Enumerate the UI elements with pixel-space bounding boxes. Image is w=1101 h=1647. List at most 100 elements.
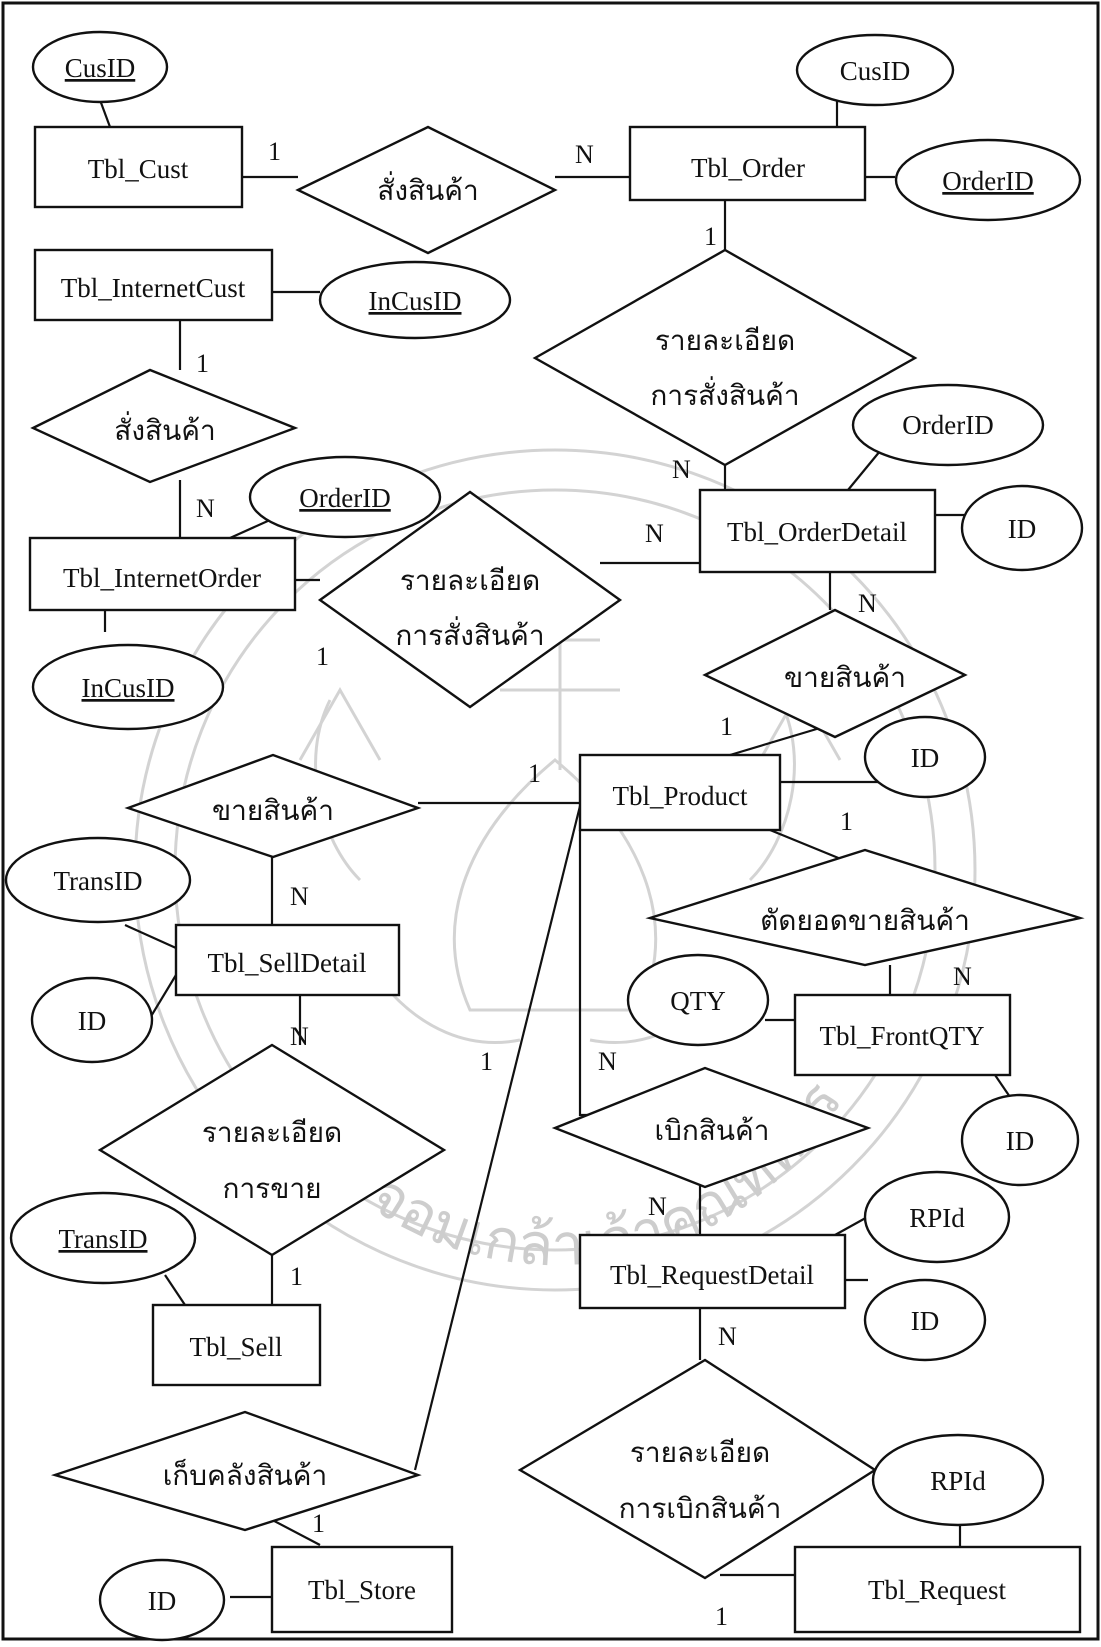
cardinality-label: 1 <box>704 222 717 251</box>
attr-cust-cusid[interactable]: CusID <box>31 30 169 104</box>
relationship-label-line2: การสั่งสินค้า <box>650 376 799 412</box>
entity-tbl-requestdetail[interactable]: Tbl_RequestDetail <box>578 1233 847 1310</box>
cardinality-label: N <box>645 519 664 548</box>
attr-internetorder-incusid[interactable]: InCusID <box>31 643 225 731</box>
entity-tbl-orderdetail[interactable]: Tbl_OrderDetail <box>698 488 937 574</box>
cardinality-label: N <box>598 1047 617 1076</box>
rel-internet-order[interactable]: สั่งสินค้า <box>30 368 299 484</box>
attr-frontqty-qty[interactable]: QTY <box>626 953 770 1047</box>
attr-store-id[interactable]: ID <box>98 1558 226 1642</box>
relationship-label-line1: รายละเอียด <box>202 1117 342 1149</box>
attribute-label: ID <box>1008 514 1037 544</box>
attribute-label: RPId <box>909 1203 965 1233</box>
attr-requestdetail-rpid[interactable]: RPId <box>863 1170 1011 1264</box>
attribute-label: RPId <box>930 1466 986 1496</box>
attr-order-orderid[interactable]: OrderID <box>894 138 1082 222</box>
cardinality-label: 1 <box>840 807 853 836</box>
rel-sell-detail[interactable]: รายละเอียด การขาย <box>97 1043 447 1257</box>
relationship-label-line1: รายละเอียด <box>655 325 795 357</box>
attr-frontqty-id[interactable]: ID <box>960 1093 1080 1187</box>
attr-requestdetail-id[interactable]: ID <box>863 1278 987 1362</box>
rel-request-detail[interactable]: รายละเอียด การเบิกสินค้า <box>517 1358 878 1580</box>
cardinality-label: N <box>290 1022 309 1051</box>
relationship-label: ขายสินค้า <box>784 663 906 694</box>
cardinality-label: N <box>953 962 972 991</box>
rel-internet-detail[interactable]: รายละเอียด การสั่งสินค้า <box>317 490 623 709</box>
entity-label: Tbl_Cust <box>88 154 189 184</box>
rel-cut-stock[interactable]: ตัดยอดขายสินค้า <box>645 848 1085 967</box>
attr-selldetail-id[interactable]: ID <box>30 976 154 1064</box>
rel-sell-orderdetail[interactable]: ขายสินค้า <box>702 608 968 739</box>
relationship-label: เบิกสินค้า <box>655 1116 770 1147</box>
attr-internetorder-orderid[interactable]: OrderID <box>248 455 442 539</box>
attribute-label: OrderID <box>299 483 390 513</box>
entity-tbl-selldetail[interactable]: Tbl_SellDetail <box>174 923 401 997</box>
cardinality-label: 1 <box>312 1509 325 1538</box>
entity-label: Tbl_Store <box>308 1575 416 1605</box>
entity-label: Tbl_Request <box>868 1575 1006 1605</box>
entity-tbl-product[interactable]: Tbl_Product <box>578 753 782 832</box>
cardinality-label: N <box>718 1322 737 1351</box>
relationship-label-line1: รายละเอียด <box>630 1437 770 1469</box>
attribute-label: InCusID <box>82 673 175 703</box>
attribute-label: ID <box>911 1306 940 1336</box>
entity-tbl-sell[interactable]: Tbl_Sell <box>151 1303 322 1387</box>
relationship-label: สั่งสินค้า <box>114 411 215 447</box>
attr-order-cusid[interactable]: CusID <box>795 33 955 107</box>
attribute-label: TransID <box>58 1224 147 1254</box>
relationship-label: สั่งสินค้า <box>377 171 478 207</box>
entity-label: Tbl_InternetCust <box>61 273 246 303</box>
attribute-label: ID <box>1006 1126 1035 1156</box>
relationship-label-line2: การเบิกสินค้า <box>619 1494 782 1525</box>
entity-tbl-request[interactable]: Tbl_Request <box>793 1545 1082 1634</box>
cardinality-label: 1 <box>290 1262 303 1291</box>
entity-label: Tbl_RequestDetail <box>610 1260 814 1290</box>
cardinality-label: 1 <box>268 137 281 166</box>
entity-label: Tbl_OrderDetail <box>727 517 907 547</box>
rel-order-detail[interactable]: รายละเอียด การสั่งสินค้า <box>532 248 918 467</box>
attribute-label: CusID <box>65 53 136 83</box>
entity-tbl-internetcust[interactable]: Tbl_InternetCust <box>33 248 274 322</box>
attr-orderdetail-orderid[interactable]: OrderID <box>851 383 1045 467</box>
relationship-label-line2: การสั่งสินค้า <box>395 616 544 652</box>
cardinality-label: N <box>575 140 594 169</box>
attr-orderdetail-id[interactable]: ID <box>960 484 1084 572</box>
cardinality-label: 1 <box>316 642 329 671</box>
attribute-label: QTY <box>670 986 726 1016</box>
attr-selldetail-transid[interactable]: TransID <box>4 836 192 924</box>
relationship-label-line2: การขาย <box>223 1174 322 1205</box>
attr-sell-transid[interactable]: TransID <box>9 1191 197 1285</box>
rel-sell-product[interactable]: ขายสินค้า <box>124 753 422 859</box>
attribute-label: OrderID <box>942 166 1033 196</box>
entity-tbl-frontqty[interactable]: Tbl_FrontQTY <box>793 993 1012 1077</box>
attr-request-rpid[interactable]: RPId <box>871 1433 1045 1527</box>
cardinality-label: N <box>648 1192 667 1221</box>
attribute-label: OrderID <box>902 410 993 440</box>
entity-label: Tbl_FrontQTY <box>820 1021 985 1051</box>
rel-store[interactable]: เก็บคลังสินค้า <box>50 1410 422 1532</box>
attribute-label: TransID <box>53 866 142 896</box>
cardinality-label: 1 <box>528 759 541 788</box>
cardinality-label: N <box>672 455 691 484</box>
entity-tbl-cust[interactable]: Tbl_Cust <box>33 125 244 209</box>
attr-product-id[interactable]: ID <box>863 715 987 799</box>
attribute-label: CusID <box>840 56 911 86</box>
entity-tbl-internetorder[interactable]: Tbl_InternetOrder <box>28 536 297 612</box>
attr-internetcust-incusid[interactable]: InCusID <box>318 260 512 340</box>
cardinality-label: 1 <box>715 1602 728 1631</box>
entity-tbl-order[interactable]: Tbl_Order <box>628 125 867 202</box>
cardinality-labels: 1 N 1 N 1 N 1 N N 1 1 1 N N N 1 N N 1 N … <box>196 137 972 1631</box>
cardinality-label: 1 <box>480 1047 493 1076</box>
rel-order-top[interactable]: สั่งสินค้า <box>295 125 558 255</box>
entity-tbl-store[interactable]: Tbl_Store <box>270 1545 454 1634</box>
rel-withdraw[interactable]: เบิกสินค้า <box>551 1066 872 1189</box>
attribute-label: InCusID <box>369 286 462 316</box>
relationship-label: ขายสินค้า <box>212 796 334 827</box>
cardinality-label: 1 <box>720 712 733 741</box>
cardinality-label: N <box>196 494 215 523</box>
entity-label: Tbl_SellDetail <box>208 948 367 978</box>
entity-label: Tbl_Order <box>691 153 805 183</box>
